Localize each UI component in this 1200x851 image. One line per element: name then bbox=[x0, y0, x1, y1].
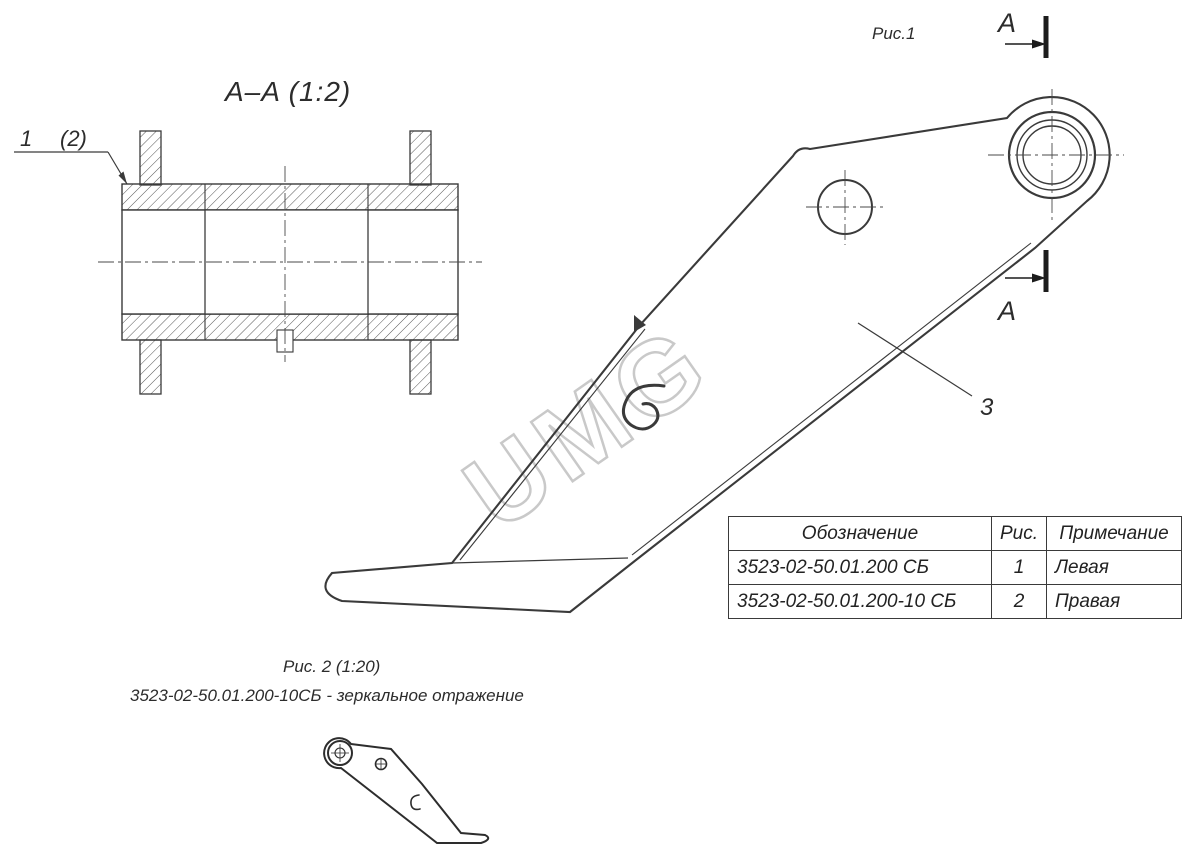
arm-edge-inner-left bbox=[459, 328, 646, 561]
section-view-aa bbox=[98, 130, 482, 395]
cell-fig: 2 bbox=[990, 584, 1048, 619]
callout-1-leader bbox=[14, 151, 128, 185]
callout-3-leader bbox=[857, 322, 973, 397]
edge-kink-notch bbox=[634, 315, 646, 332]
table-row: 3523-02-50.01.200-10 СБ 2 Правая bbox=[728, 584, 1183, 619]
fig2-centerlines bbox=[331, 744, 387, 770]
cell-note: Левая bbox=[1046, 550, 1183, 585]
watermark-text: UMG bbox=[444, 302, 731, 552]
cell-designation: 3523-02-50.01.200-10 СБ bbox=[728, 584, 992, 619]
cell-note: Правая bbox=[1046, 584, 1183, 619]
shoe-top-edge bbox=[451, 557, 629, 564]
fig2-hook-detail bbox=[410, 794, 421, 811]
figure2-view bbox=[323, 737, 490, 844]
section-bore bbox=[204, 209, 369, 315]
section-wall-top bbox=[121, 183, 459, 211]
table-row: 3523-02-50.01.200 СБ 1 Левая bbox=[728, 550, 1183, 585]
callout-2-ref: (2) bbox=[60, 126, 87, 151]
section-tab-top-left bbox=[139, 130, 162, 186]
parts-table-header-designation: Обозначение bbox=[728, 516, 992, 551]
cut-arrow-bottom-head bbox=[1032, 273, 1046, 283]
cell-designation: 3523-02-50.01.200 СБ bbox=[728, 550, 992, 585]
parts-table-header-note: Примечание bbox=[1046, 516, 1183, 551]
cut-arrow-top-head bbox=[1032, 39, 1046, 49]
cell-fig: 1 bbox=[990, 550, 1048, 585]
parts-table-header-fig: Рис. bbox=[990, 516, 1048, 551]
fig2-arm-outline bbox=[323, 737, 490, 844]
cut-letter-top: A bbox=[998, 8, 1017, 38]
section-tab-bottom-right bbox=[409, 339, 432, 395]
parts-table-header-row: Обозначение Рис. Примечание bbox=[728, 516, 1183, 551]
fig1-caption: Рис.1 bbox=[872, 24, 916, 43]
callout-3-label: 3 bbox=[980, 394, 994, 421]
hook-detail bbox=[621, 383, 666, 431]
main-centerlines bbox=[806, 89, 1124, 245]
section-tab-bottom-left bbox=[139, 339, 162, 395]
section-centerlines bbox=[98, 166, 482, 362]
fig2-note: 3523-02-50.01.200-10СБ - зеркальное отра… bbox=[130, 686, 524, 705]
fig2-boss-circle bbox=[327, 740, 353, 766]
fig2-caption: Рис. 2 (1:20) bbox=[283, 657, 381, 676]
callout-1-label: 1 bbox=[20, 126, 33, 151]
arm-edge-inner-right bbox=[631, 242, 1032, 556]
parts-table: Обозначение Рис. Примечание 3523-02-50.0… bbox=[728, 516, 1183, 619]
main-view bbox=[324, 89, 1124, 614]
section-title: A–A (1:2) bbox=[225, 76, 352, 107]
cut-letter-bottom: A bbox=[998, 296, 1017, 326]
section-tab-top-right bbox=[409, 130, 432, 186]
section-cut-marks bbox=[1005, 16, 1049, 292]
